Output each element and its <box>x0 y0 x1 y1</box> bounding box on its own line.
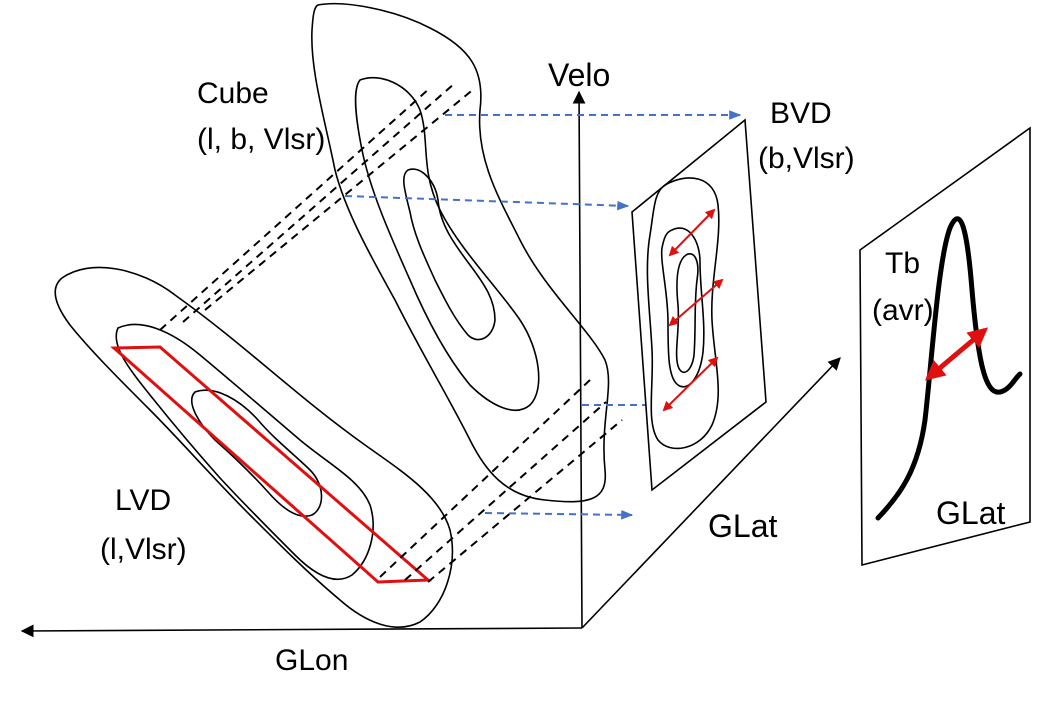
glat-axis <box>581 357 841 629</box>
glat-profile-label: GLat <box>936 495 1005 531</box>
bvd-red-arrow-2 <box>668 278 724 327</box>
bvd-title: BVD <box>770 97 832 130</box>
labels: Velo Cube (l, b, Vlsr) BVD (b,Vlsr) LVD … <box>100 57 1005 677</box>
glon-label: GLon <box>275 644 348 677</box>
axes <box>20 90 841 638</box>
cube-subtitle: (l, b, Vlsr) <box>197 123 325 156</box>
lvd-inner-contour <box>191 389 323 517</box>
velo-label: Velo <box>548 57 610 93</box>
blue-arrow-2 <box>344 195 630 211</box>
cube-outer-contour <box>311 2 610 503</box>
bvd-red-arrow-3 <box>662 356 719 412</box>
tb-title: Tb <box>885 247 920 280</box>
lvd-title: LVD <box>115 484 171 517</box>
cube-to-lvd-projections <box>159 82 623 583</box>
tb-subtitle: (avr) <box>872 294 934 327</box>
cube-contours <box>311 2 610 503</box>
cube-middle-contour <box>354 76 540 411</box>
lvd-contours <box>54 266 454 628</box>
bvd-subtitle: (b,Vlsr) <box>758 142 855 175</box>
lvd-middle-contour <box>115 323 374 581</box>
glon-axis <box>20 624 583 638</box>
bvd-plane <box>631 118 767 492</box>
tb-profile-panel <box>859 126 1031 567</box>
lvd-selection-strip <box>110 345 432 584</box>
lvd-subtitle: (l,Vlsr) <box>100 533 187 566</box>
tb-width-arrow <box>924 327 989 381</box>
velo-axis <box>572 90 586 629</box>
glat-axis-label: GLat <box>708 508 777 544</box>
bvd-red-arrow-1 <box>668 208 716 257</box>
blue-arrow-4 <box>484 510 634 520</box>
cube-title: Cube <box>197 77 269 110</box>
bvd-panel <box>631 118 767 492</box>
tb-profile-curve <box>875 216 1023 521</box>
lvd-outer-contour <box>54 266 454 628</box>
bvd-outer-contour <box>646 177 720 450</box>
cube-inner-contour <box>403 168 496 341</box>
